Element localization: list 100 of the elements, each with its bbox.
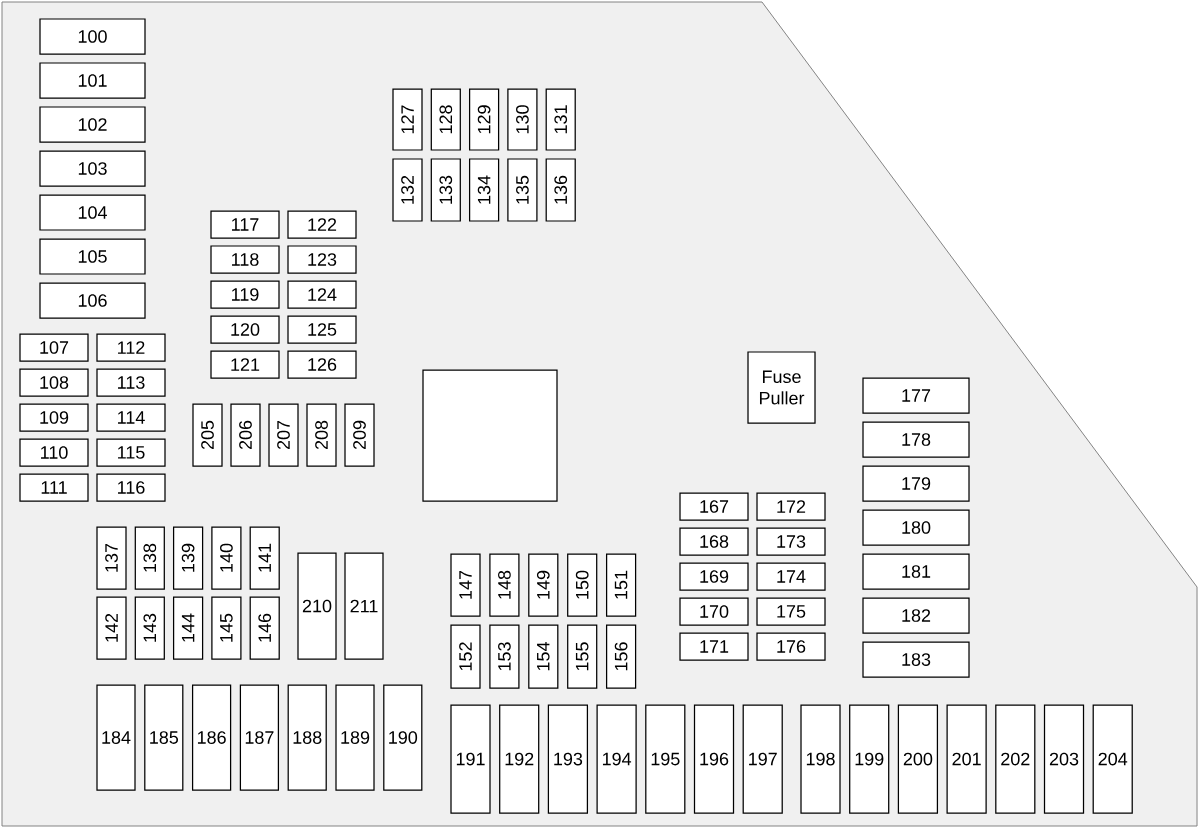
fuse: 113	[96, 368, 166, 397]
fuse: 152	[450, 624, 481, 689]
fuse: 148	[489, 553, 520, 617]
fuse: 132	[392, 158, 423, 222]
fuse: 135	[507, 158, 538, 222]
fuse: 155	[567, 624, 598, 689]
fuse: 101	[39, 62, 146, 99]
fuse: 129	[469, 88, 500, 151]
fuse: 181	[862, 553, 970, 590]
fuse: 141	[249, 526, 280, 590]
fuse: 110	[19, 438, 89, 467]
fuse: 153	[489, 624, 520, 689]
fuse: 194	[596, 704, 637, 814]
fuse: 185	[144, 684, 184, 791]
fuse: 108	[19, 368, 89, 397]
fuse: 145	[211, 596, 242, 660]
fuse: 183	[862, 641, 970, 678]
fuse: 186	[191, 684, 232, 791]
fuse: 195	[645, 704, 686, 814]
fuse: 102	[39, 106, 146, 143]
fuse: 105	[39, 238, 146, 275]
fuse: 112	[96, 333, 166, 362]
fuse: 208	[306, 403, 337, 467]
fuse: 179	[862, 465, 970, 502]
fuse: 197	[742, 704, 783, 814]
fuse: 207	[268, 403, 299, 467]
fuse: 187	[239, 684, 280, 791]
fuse: 169	[679, 562, 749, 591]
fuse: 177	[862, 377, 970, 414]
fuse: 211	[344, 552, 384, 660]
fuse: 125	[287, 315, 357, 344]
fuse: 151	[606, 553, 637, 617]
fuse: 136	[545, 158, 576, 222]
fuse: 173	[756, 527, 826, 556]
fuse: 116	[96, 473, 166, 502]
fuse: 176	[756, 632, 826, 661]
fuse: 203	[1043, 704, 1085, 814]
fuse: 156	[606, 624, 637, 689]
fuse: 191	[450, 704, 491, 814]
fuse: 139	[172, 526, 204, 590]
fuse: 168	[679, 527, 749, 556]
fuse: 128	[430, 88, 461, 151]
fuse: 140	[211, 526, 242, 590]
fuse: 184	[96, 684, 136, 791]
fuse: 209	[344, 403, 375, 467]
fuse: 150	[567, 553, 598, 617]
fuse: 127	[392, 88, 423, 151]
fuse: 104	[39, 194, 146, 231]
fuse: 109	[19, 403, 89, 432]
fuse: 123	[287, 245, 357, 274]
fuse-puller-box: Fuse Puller	[747, 351, 816, 424]
fuse: 138	[134, 526, 165, 590]
fuse: 199	[849, 704, 890, 814]
fuse: 121	[210, 350, 280, 379]
fuse: 175	[756, 597, 826, 626]
fuse: 106	[39, 282, 146, 319]
fuse: 100	[39, 18, 146, 55]
fuse: 142	[96, 596, 127, 660]
fuse: 171	[679, 632, 749, 661]
fuse: 133	[430, 158, 461, 222]
fuse: 134	[469, 158, 500, 222]
fuse: 117	[210, 210, 280, 239]
fuse: 170	[679, 597, 749, 626]
fuse: 178	[862, 421, 970, 458]
fuse: 180	[862, 509, 970, 546]
fuse: 204	[1092, 704, 1133, 814]
fuse: 182	[862, 597, 970, 634]
fuse: 172	[756, 492, 826, 521]
fuse: 210	[297, 552, 337, 660]
fuse: 137	[96, 526, 127, 590]
fuse: 103	[39, 150, 146, 187]
fuse: 189	[335, 684, 375, 791]
fuse: 201	[946, 704, 987, 814]
fuse: 154	[528, 624, 559, 689]
fuse: 120	[210, 315, 280, 344]
fuse: 119	[210, 280, 280, 309]
fuse: 167	[679, 492, 749, 521]
fuse: 124	[287, 280, 357, 309]
fuse: 122	[287, 210, 357, 239]
fuse: 107	[19, 333, 89, 362]
fuse: 118	[210, 245, 280, 274]
fuse: 174	[756, 562, 826, 591]
fuse: 143	[134, 596, 165, 660]
fuse: 130	[507, 88, 538, 151]
fuse: 188	[287, 684, 327, 791]
fuse: 126	[287, 350, 357, 379]
fuse: 111	[19, 473, 89, 502]
fuse: 196	[693, 704, 735, 814]
fuse: 202	[995, 704, 1036, 814]
fuse: 205	[192, 403, 223, 467]
fuse: 144	[172, 596, 204, 660]
fuse: 146	[249, 596, 280, 660]
empty-box	[422, 369, 558, 502]
fuse: 198	[800, 704, 841, 814]
fuse: 114	[96, 403, 166, 432]
fuse: 190	[383, 684, 423, 791]
fuse: 200	[897, 704, 939, 814]
fuse: 206	[230, 403, 261, 467]
fuse: 192	[499, 704, 540, 814]
fuse: 147	[450, 553, 481, 617]
